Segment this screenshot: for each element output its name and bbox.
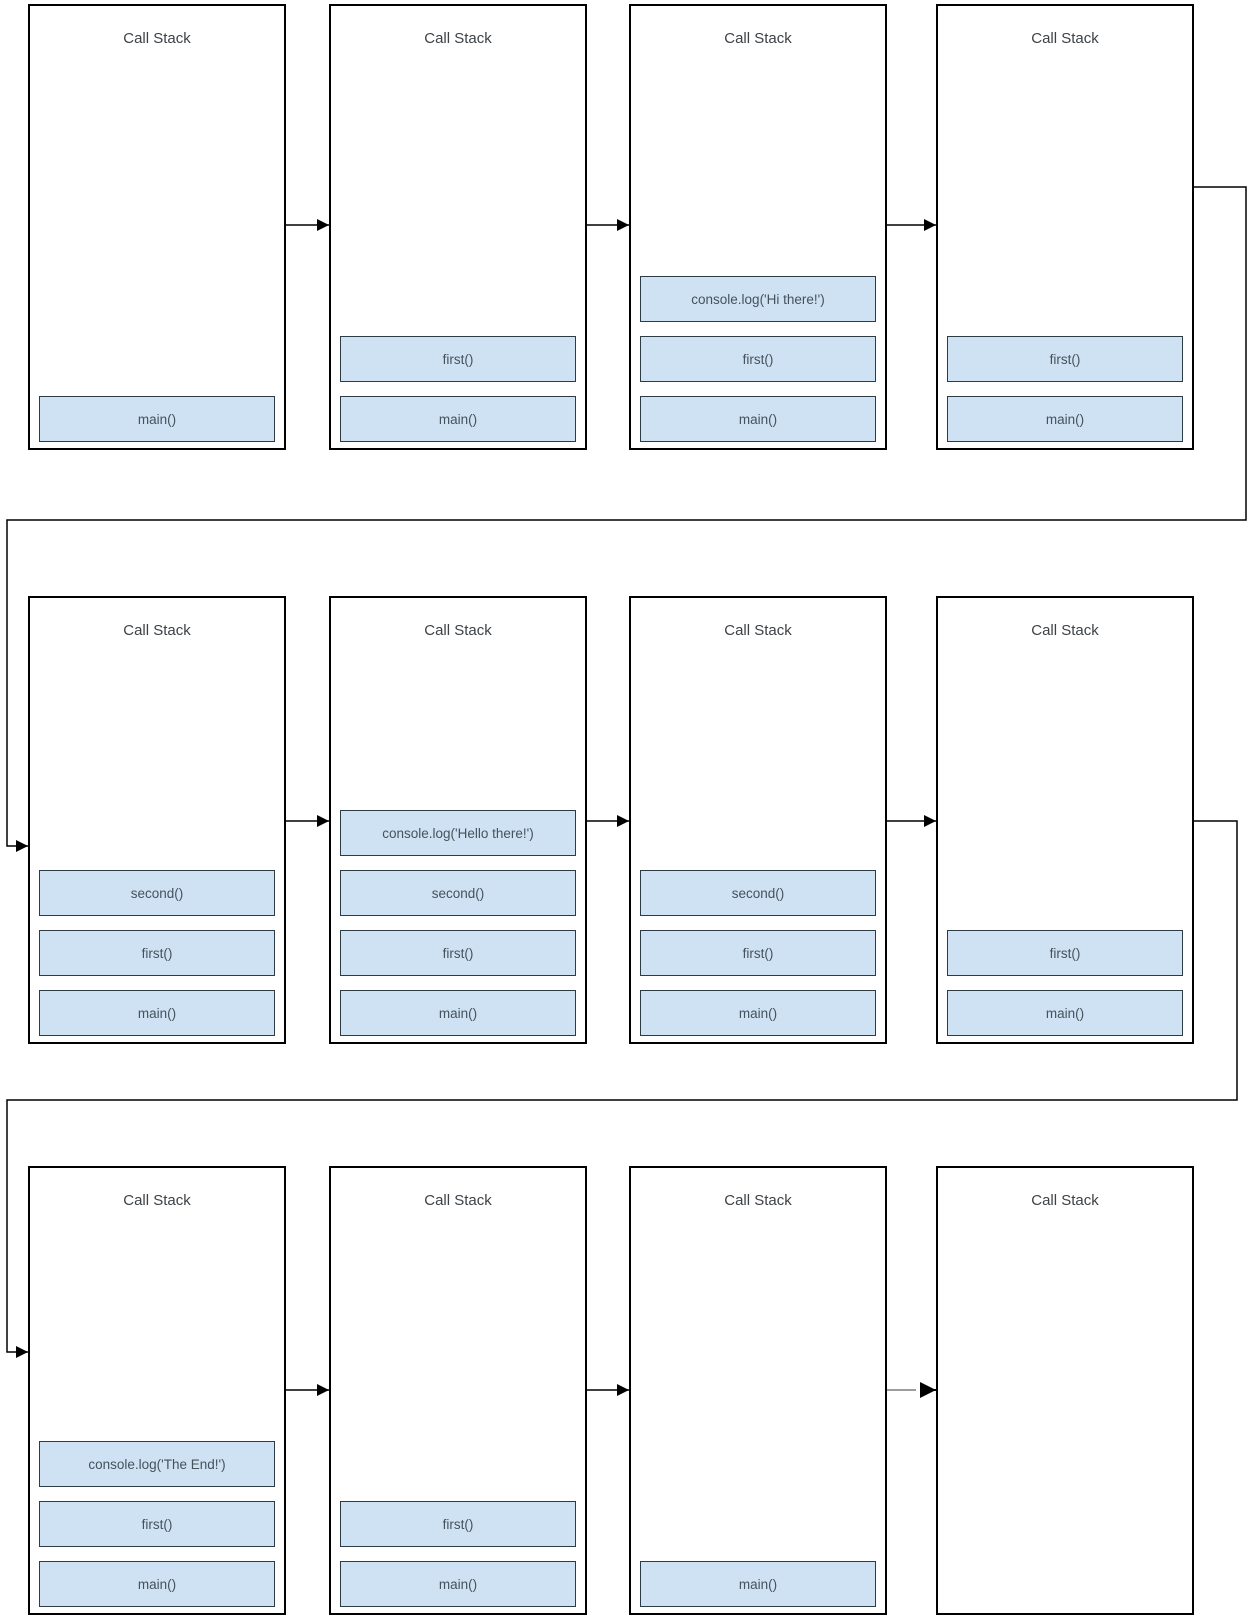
stack-frame: first() xyxy=(39,1501,275,1547)
call-stack-title: Call Stack xyxy=(424,1192,492,1209)
call-stack-title: Call Stack xyxy=(1031,30,1099,47)
call-stack-title: Call Stack xyxy=(123,1192,191,1209)
stack-frame: second() xyxy=(640,870,876,916)
call-stack-title: Call Stack xyxy=(724,1192,792,1209)
stack-frame: first() xyxy=(340,336,576,382)
call-stack-box-2: Call Stack first() main() xyxy=(329,4,587,450)
stack-frame: first() xyxy=(947,336,1183,382)
stack-frame: main() xyxy=(640,396,876,442)
stack-frame: console.log('Hello there!') xyxy=(340,810,576,856)
call-stack-box-1: Call Stack main() xyxy=(28,4,286,450)
call-stack-title: Call Stack xyxy=(424,30,492,47)
stack-frame: console.log('Hi there!') xyxy=(640,276,876,322)
call-stack-box-12: Call Stack xyxy=(936,1166,1194,1615)
stack-frame: main() xyxy=(39,396,275,442)
call-stack-title: Call Stack xyxy=(123,30,191,47)
stack-frame: main() xyxy=(640,1561,876,1607)
call-stack-box-4: Call Stack first() main() xyxy=(936,4,1194,450)
stack-frame: main() xyxy=(340,396,576,442)
stack-frame: first() xyxy=(340,1501,576,1547)
stack-frame: console.log('The End!') xyxy=(39,1441,275,1487)
stack-frame: main() xyxy=(340,990,576,1036)
call-stack-box-10: Call Stack first() main() xyxy=(329,1166,587,1615)
stack-frame: main() xyxy=(947,990,1183,1036)
stack-frame: first() xyxy=(640,336,876,382)
call-stack-box-6: Call Stack console.log('Hello there!') s… xyxy=(329,596,587,1044)
stack-frame: main() xyxy=(947,396,1183,442)
call-stack-title: Call Stack xyxy=(724,622,792,639)
stack-frame: main() xyxy=(640,990,876,1036)
call-stack-title: Call Stack xyxy=(123,622,191,639)
call-stack-box-8: Call Stack first() main() xyxy=(936,596,1194,1044)
call-stack-title: Call Stack xyxy=(1031,1192,1099,1209)
stack-frame: main() xyxy=(340,1561,576,1607)
stack-frame: first() xyxy=(340,930,576,976)
stack-frame: main() xyxy=(39,990,275,1036)
call-stack-box-11: Call Stack main() xyxy=(629,1166,887,1615)
stack-frame: first() xyxy=(947,930,1183,976)
stack-frame: main() xyxy=(39,1561,275,1607)
call-stack-box-7: Call Stack second() first() main() xyxy=(629,596,887,1044)
call-stack-box-3: Call Stack console.log('Hi there!') firs… xyxy=(629,4,887,450)
call-stack-box-9: Call Stack console.log('The End!') first… xyxy=(28,1166,286,1615)
stack-frame: second() xyxy=(39,870,275,916)
call-stack-box-5: Call Stack second() first() main() xyxy=(28,596,286,1044)
stack-frame: second() xyxy=(340,870,576,916)
stack-frame: first() xyxy=(39,930,275,976)
call-stack-title: Call Stack xyxy=(724,30,792,47)
stack-frame: first() xyxy=(640,930,876,976)
call-stack-title: Call Stack xyxy=(424,622,492,639)
call-stack-title: Call Stack xyxy=(1031,622,1099,639)
